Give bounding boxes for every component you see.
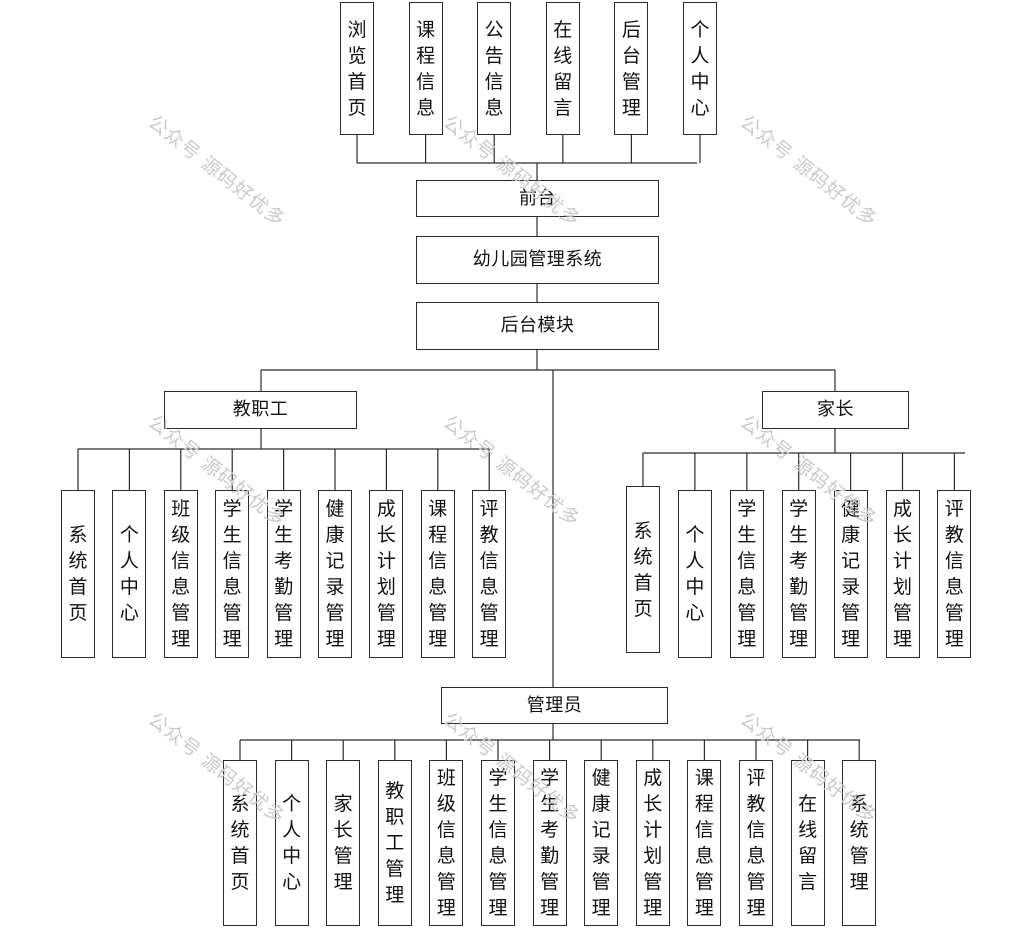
- teacher-node: 教职工: [164, 391, 357, 429]
- admin-child-label: 学生考勤管理: [540, 767, 560, 919]
- front-child-3: 公告信息: [477, 2, 512, 135]
- admin-child-label: 健康记录管理: [591, 767, 611, 919]
- teacher-child-9: 评教信息管理: [472, 490, 507, 658]
- admin-child-label: 评教信息管理: [746, 767, 766, 919]
- admin-child-7: 学生考勤管理: [532, 760, 567, 926]
- system-node: 幼儿园管理系统: [416, 236, 659, 284]
- admin-child-10: 课程信息管理: [687, 760, 722, 926]
- front-node: 前台: [416, 180, 659, 217]
- teacher-child-label: 课程信息管理: [428, 498, 448, 650]
- teacher-child-1: 系统首页: [61, 490, 95, 658]
- admin-child-5: 班级信息管理: [429, 760, 464, 926]
- parent-child-label: 系统首页: [633, 519, 653, 620]
- admin-child-8: 健康记录管理: [584, 760, 619, 926]
- admin-child-2: 个人中心: [274, 760, 309, 926]
- parent-child-4: 学生考勤管理: [781, 490, 816, 658]
- admin-child-6: 学生信息管理: [481, 760, 515, 926]
- admin-child-label: 学生信息管理: [488, 767, 508, 919]
- teacher-child-7: 成长计划管理: [369, 490, 404, 658]
- admin-child-1: 系统首页: [223, 760, 257, 926]
- teacher-child-5: 学生考勤管理: [266, 490, 301, 658]
- parent-node: 家长: [762, 391, 909, 429]
- teacher-child-6: 健康记录管理: [318, 490, 352, 658]
- teacher-child-label: 个人中心: [119, 524, 139, 624]
- front-child-label: 个人中心: [690, 18, 710, 119]
- teacher-child-label: 学生考勤管理: [274, 498, 294, 650]
- admin-child-label: 成长计划管理: [643, 767, 663, 919]
- parent-child-7: 评教信息管理: [937, 490, 972, 658]
- teacher-child-4: 学生信息管理: [215, 490, 250, 658]
- admin-child-label: 家长管理: [333, 793, 353, 893]
- parent-child-label: 评教信息管理: [944, 498, 964, 650]
- teacher-child-8: 课程信息管理: [420, 490, 455, 658]
- teacher-child-label: 评教信息管理: [479, 498, 499, 650]
- parent-child-label: 健康记录管理: [841, 498, 861, 650]
- admin-child-3: 家长管理: [326, 760, 361, 926]
- parent-child-1: 系统首页: [626, 486, 660, 653]
- admin-child-12: 在线留言: [790, 760, 825, 926]
- front-child-label: 在线留言: [553, 18, 573, 119]
- parent-child-6: 成长计划管理: [885, 490, 920, 658]
- front-child-label: 后台管理: [621, 18, 641, 119]
- admin-child-label: 班级信息管理: [436, 767, 456, 919]
- teacher-child-2: 个人中心: [112, 490, 147, 658]
- teacher-child-label: 学生信息管理: [222, 498, 242, 650]
- parent-child-label: 个人中心: [685, 524, 705, 624]
- front-child-5: 后台管理: [614, 2, 649, 135]
- admin-child-13: 系统管理: [842, 760, 877, 926]
- admin-child-label: 个人中心: [282, 793, 302, 893]
- parent-child-5: 健康记录管理: [833, 490, 868, 658]
- front-child-1: 浏览首页: [340, 2, 374, 135]
- admin-child-4: 教职工管理: [377, 760, 412, 926]
- admin-child-label: 课程信息管理: [694, 767, 714, 919]
- teacher-child-3: 班级信息管理: [163, 490, 198, 658]
- admin-child-label: 系统管理: [849, 793, 869, 893]
- front-child-6: 个人中心: [683, 2, 717, 135]
- front-child-label: 课程信息: [416, 18, 436, 119]
- front-child-4: 在线留言: [545, 2, 580, 135]
- front-child-2: 课程信息: [408, 2, 443, 135]
- parent-child-label: 学生考勤管理: [789, 498, 809, 650]
- backend-node: 后台模块: [416, 302, 659, 350]
- admin-child-label: 系统首页: [230, 793, 250, 893]
- parent-child-label: 成长计划管理: [892, 498, 912, 650]
- front-child-label: 公告信息: [484, 18, 504, 119]
- front-child-label: 浏览首页: [347, 18, 367, 119]
- admin-child-11: 评教信息管理: [739, 760, 773, 926]
- teacher-child-label: 班级信息管理: [171, 498, 191, 650]
- teacher-child-label: 成长计划管理: [376, 498, 396, 650]
- parent-child-3: 学生信息管理: [729, 490, 764, 658]
- teacher-child-label: 系统首页: [68, 524, 88, 624]
- admin-child-label: 教职工管理: [385, 780, 405, 906]
- admin-child-9: 成长计划管理: [635, 760, 670, 926]
- admin-node: 管理员: [441, 687, 668, 724]
- teacher-child-label: 健康记录管理: [325, 498, 345, 650]
- parent-child-2: 个人中心: [677, 490, 712, 658]
- admin-child-label: 在线留言: [798, 793, 818, 893]
- parent-child-label: 学生信息管理: [737, 498, 757, 650]
